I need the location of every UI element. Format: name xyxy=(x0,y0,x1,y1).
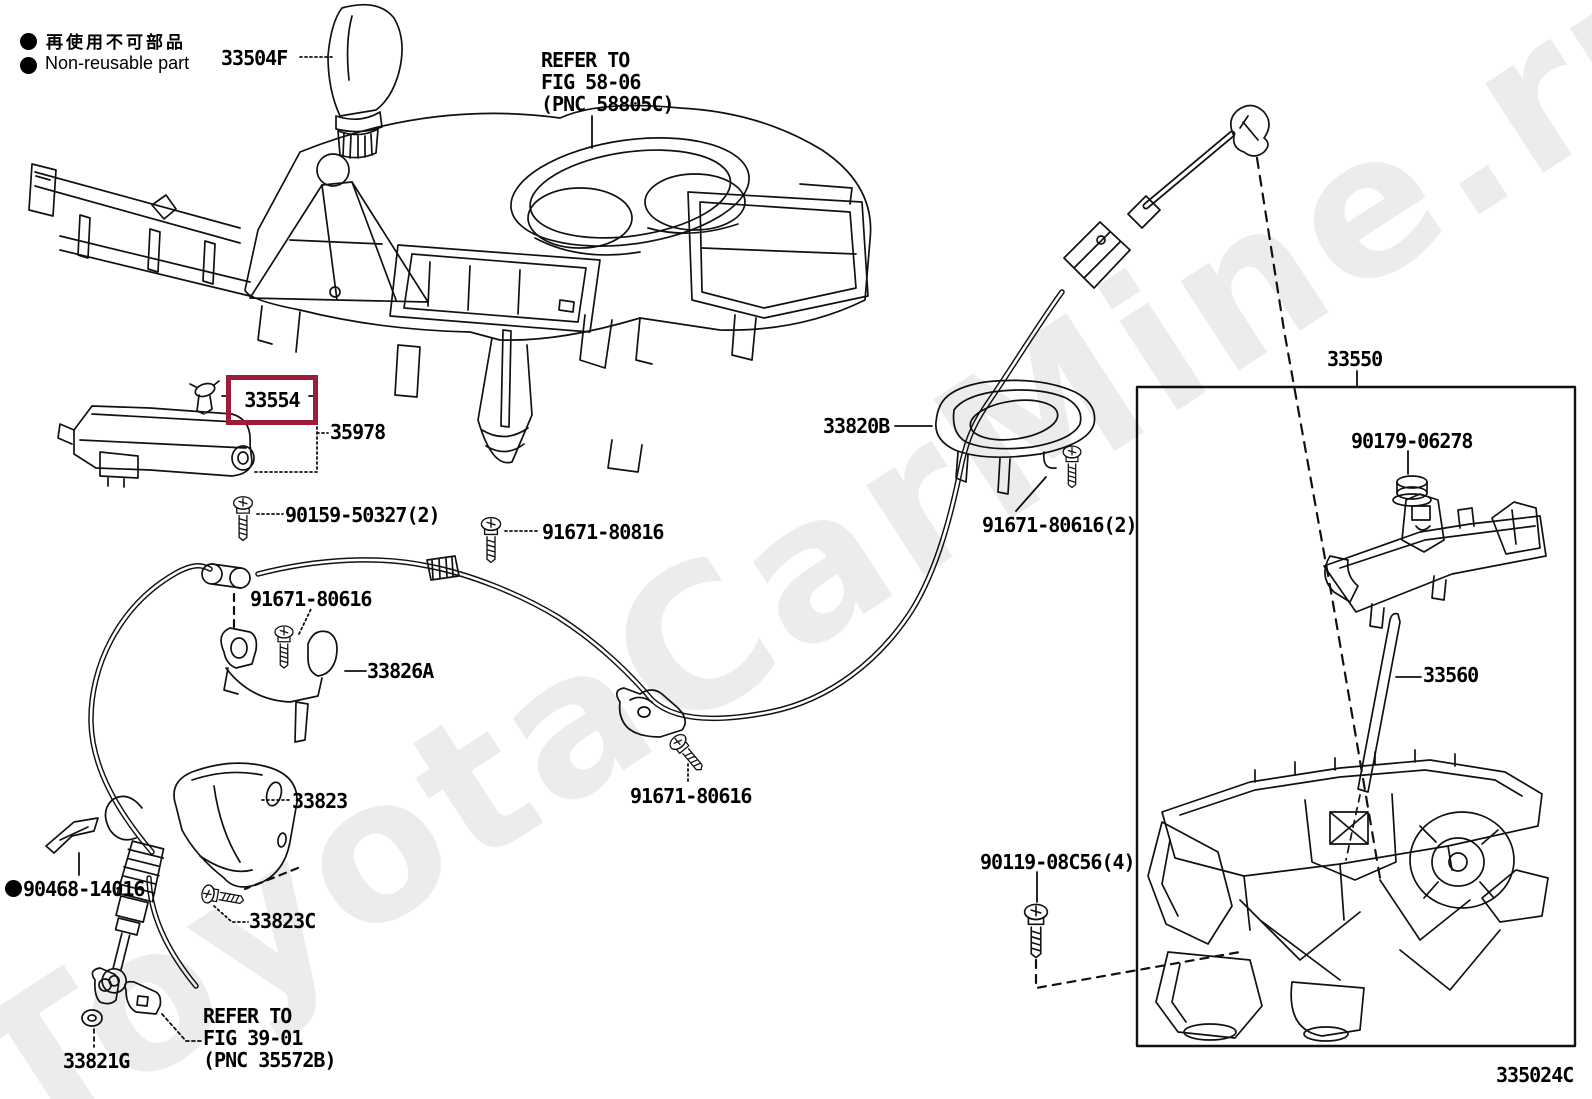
part-label-91671-80616-x2[interactable]: 91671-80616(2) xyxy=(982,513,1138,537)
leader-lines xyxy=(78,56,1422,1048)
part-label-91671-80616-upper[interactable]: 91671-80616 xyxy=(250,587,372,611)
part-label-33554: 33554 xyxy=(244,388,300,412)
lever-33560 xyxy=(1345,612,1401,861)
screw-33823c-icon xyxy=(199,883,246,910)
dashed-leaders xyxy=(232,156,1382,990)
control-cable xyxy=(88,104,1270,994)
flag-90468 xyxy=(45,817,99,854)
part-label-33823[interactable]: 33823 xyxy=(292,789,348,813)
part-label-90119-08c56[interactable]: 90119-08C56(4) xyxy=(980,850,1136,874)
part-label-90159-50327[interactable]: 90159-50327(2) xyxy=(285,503,441,527)
grommet-33820b xyxy=(935,379,1096,495)
part-label-33560[interactable]: 33560 xyxy=(1423,663,1479,687)
assembly-box-33550 xyxy=(1135,385,1577,1048)
bracket-in-box xyxy=(1323,493,1547,629)
legend-japanese: 再使用不可部品 xyxy=(46,33,186,53)
part-label-33504f[interactable]: 33504F xyxy=(221,46,288,70)
part-label-33823c[interactable]: 33823C xyxy=(249,909,316,933)
screw-90119-icon xyxy=(1023,903,1049,959)
non-reusable-bullet-icon xyxy=(5,880,22,897)
part-label-35978[interactable]: 35978 xyxy=(330,420,386,444)
part-label-33821g[interactable]: 33821G xyxy=(63,1049,130,1073)
part-label-33550[interactable]: 33550 xyxy=(1327,347,1383,371)
shift-lock-unit-35978 xyxy=(57,405,255,488)
shifter-assembly xyxy=(1147,749,1549,1042)
screw-91671-80616-left-icon xyxy=(274,625,294,669)
cover-33823 xyxy=(173,762,298,888)
bracket-33826a xyxy=(220,627,338,743)
part-label-91671-80616-lower[interactable]: 91671-80616 xyxy=(630,784,752,808)
nut-90179-icon xyxy=(1392,475,1432,507)
legend-english: Non-reusable part xyxy=(45,53,190,73)
non-reusable-bullet-icon xyxy=(20,57,37,74)
non-reusable-bullet-icon xyxy=(20,33,37,50)
screw-91671-80616-x2-icon xyxy=(1062,445,1082,489)
part-label-90179-06278[interactable]: 90179-06278 xyxy=(1351,429,1473,453)
highlighted-part-33554[interactable]: 33554 xyxy=(226,375,318,425)
part-label-33826a[interactable]: 33826A xyxy=(367,659,434,683)
part-label-90468-14016[interactable]: 90468-14016 xyxy=(23,877,145,901)
part-label-91671-80816[interactable]: 91671-80816 xyxy=(542,520,664,544)
console-housing xyxy=(28,104,872,473)
shift-knob xyxy=(327,3,403,159)
clip-33554 xyxy=(189,380,220,415)
part-label-33820b[interactable]: 33820B xyxy=(823,414,890,438)
diagram-code: 335024C xyxy=(1496,1063,1574,1087)
clips-33821g xyxy=(81,967,162,1027)
screw-90159-icon xyxy=(232,496,254,542)
screw-91671-80816-icon xyxy=(480,516,502,564)
